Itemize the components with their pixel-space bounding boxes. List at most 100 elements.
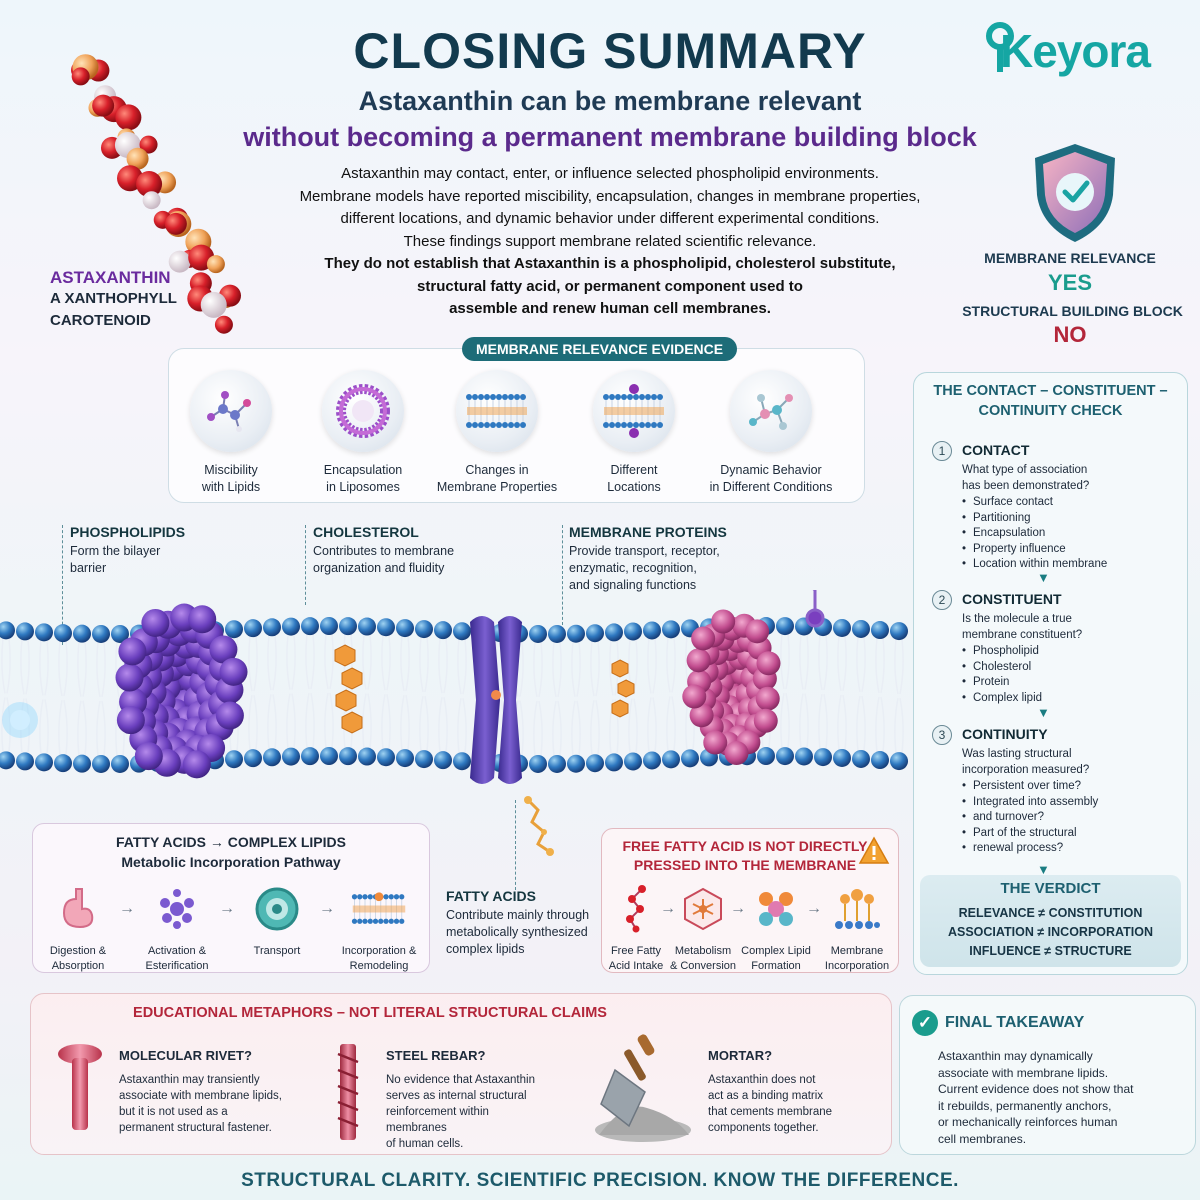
annotation-line: Contribute mainly through (446, 908, 590, 922)
building-block-value: NO (1053, 322, 1087, 347)
step-label-line: Formation (751, 960, 801, 972)
complex-lipid-icon (759, 892, 793, 926)
evidence-label-line2: with Lipids (201, 480, 261, 494)
arrow-down-icon: ▼ (1037, 705, 1050, 720)
bullet-item: Complex lipid (962, 691, 1042, 707)
step-label: Metabolism& Conversion (663, 944, 743, 974)
bullet-item: Integrated into assembly (962, 795, 1098, 811)
bullet-item: Property influence (962, 542, 1107, 558)
arrow-right-icon: → (730, 900, 746, 917)
contact-constituent-continuity-panel (913, 372, 1188, 975)
intro-paragraph: Astaxanthin may contact, enter, or influ… (250, 163, 970, 321)
cell-membrane-illustration (0, 590, 908, 784)
cholesterol-molecule-icon (334, 644, 635, 734)
pathway-step: Incorporation &Remodeling (333, 885, 425, 974)
metaphor-line: that cements membrane (708, 1106, 833, 1118)
molecule-atom (168, 250, 191, 273)
intro-line: These findings support membrane related … (403, 232, 817, 250)
step-label: Digestion &Absorption (32, 944, 124, 974)
check-title-line: CONTINUITY CHECK (978, 403, 1123, 419)
verdict-box (920, 875, 1181, 967)
fatty-acid-pathway-title: FATTY ACIDS → COMPLEX LIPIDS (116, 834, 346, 850)
step-label: Activation &Esterification (131, 944, 223, 974)
bullet-item: Part of the structural (962, 826, 1098, 842)
bullet-item: Phospholipid (962, 644, 1042, 660)
molecule-atom (136, 170, 163, 197)
metaphor-line: associate with membrane lipids, (119, 1090, 282, 1102)
channel-protein-icon (470, 616, 522, 784)
annotation-line: metabolically synthesized (446, 925, 588, 939)
evidence-item: Miscibility with Lipids (161, 370, 301, 496)
pathway-step: Activation &Esterification (131, 885, 223, 974)
final-takeaway-panel (899, 995, 1196, 1155)
molecule-atom (214, 315, 233, 334)
metaphors-title: EDUCATIONAL METAPHORS – NOT LITERAL STRU… (133, 1005, 607, 1021)
metaphor-line: of human cells. (386, 1138, 464, 1150)
purple-membrane-protein-icon (115, 603, 248, 779)
annotation-line: Form the bilayer (70, 544, 161, 558)
metaphors-panel (30, 993, 892, 1155)
takeaway-line: Current evidence does not show that (938, 1082, 1134, 1096)
bullet-item: Surface contact (962, 495, 1107, 511)
evidence-label-line2: Membrane Properties (436, 480, 558, 494)
step-title: CONTINUITY (962, 726, 1048, 742)
takeaway-line: Astaxanthin may dynamically (938, 1049, 1093, 1063)
molecule-atom (115, 104, 142, 131)
astaxanthin-label: ASTAXANTHIN A XANTHOPHYLL CAROTENOID (50, 268, 177, 332)
annotation-line: enzymatic, recognition, (569, 561, 697, 575)
evidence-label-line1: Changes in (465, 463, 529, 477)
annotation-line: Contributes to membrane (313, 544, 455, 558)
step-label-line: & Conversion (669, 960, 737, 972)
page-title: CLOSING SUMMARY (353, 23, 867, 79)
shield-check-icon (1035, 144, 1115, 242)
dynamic-molecule-icon (730, 370, 812, 452)
metaphor-title: STEEL REBAR? (386, 1048, 486, 1063)
astaxanthin-molecule-icon (71, 54, 242, 334)
leader-line (562, 525, 563, 625)
leader-line (62, 525, 63, 645)
step-title: CONSTITUENT (962, 591, 1062, 607)
arrow-right-icon: → (219, 900, 235, 917)
step-label: Incorporation &Remodeling (333, 944, 425, 974)
free-fatty-acid-title-1: FREE FATTY ACID IS NOT DIRECTLY (622, 838, 868, 854)
metaphor-text: Astaxanthin does not act as a binding ma… (708, 1072, 873, 1136)
warning-icon (858, 836, 890, 864)
evidence-label-line2: in Liposomes (326, 480, 400, 494)
verdict-title: THE VERDICT (1000, 880, 1101, 897)
astaxanthin-name: ASTAXANTHIN (50, 268, 171, 287)
annotation-text: Provide transport, receptor,enzymatic, r… (569, 543, 727, 594)
check-panel-title: THE CONTACT – CONSTITUENT – CONTINUITY C… (913, 381, 1188, 421)
fatty-acid-pathway-subtitle: Metabolic Incorporation Pathway (121, 854, 341, 870)
step-label-line: Complex Lipid (741, 945, 811, 957)
bilayer-icon (456, 370, 538, 452)
pathway-step: Digestion &Absorption (32, 885, 124, 974)
metaphor-text: No evidence that Astaxanthin serves as i… (386, 1072, 551, 1152)
evidence-label-line1: Encapsulation (323, 463, 403, 477)
metaphor-line: but it is not used as a (119, 1106, 228, 1118)
verdict-line: ASSOCIATION ≠ INCORPORATION (947, 925, 1153, 939)
glow-halo-icon (2, 702, 38, 738)
evidence-label-line2: Locations (607, 480, 661, 494)
building-block-label: STRUCTURAL BUILDING BLOCK (962, 303, 1183, 319)
evidence-label-line1: Miscibility (204, 463, 258, 477)
step-label-line: Esterification (145, 960, 209, 972)
final-takeaway-text: Astaxanthin may dynamically associate wi… (938, 1048, 1178, 1147)
arrow-right-icon: → (660, 900, 676, 917)
check-circle-icon: ✓ (912, 1010, 938, 1036)
ffa-step: Metabolism& Conversion (663, 885, 743, 974)
verdict-line: RELEVANCE ≠ CONSTITUTION (958, 906, 1143, 920)
takeaway-line: or mechanically reinforces human (938, 1115, 1118, 1129)
molecule-atom (139, 135, 158, 154)
trowel-icon (595, 1034, 691, 1142)
step-bullets: Persistent over time? Integrated into as… (962, 779, 1098, 857)
step-label-line: Incorporation & (341, 945, 417, 957)
metaphor-title: MOLECULAR RIVET? (119, 1048, 252, 1063)
step-number: 3 (932, 725, 952, 745)
